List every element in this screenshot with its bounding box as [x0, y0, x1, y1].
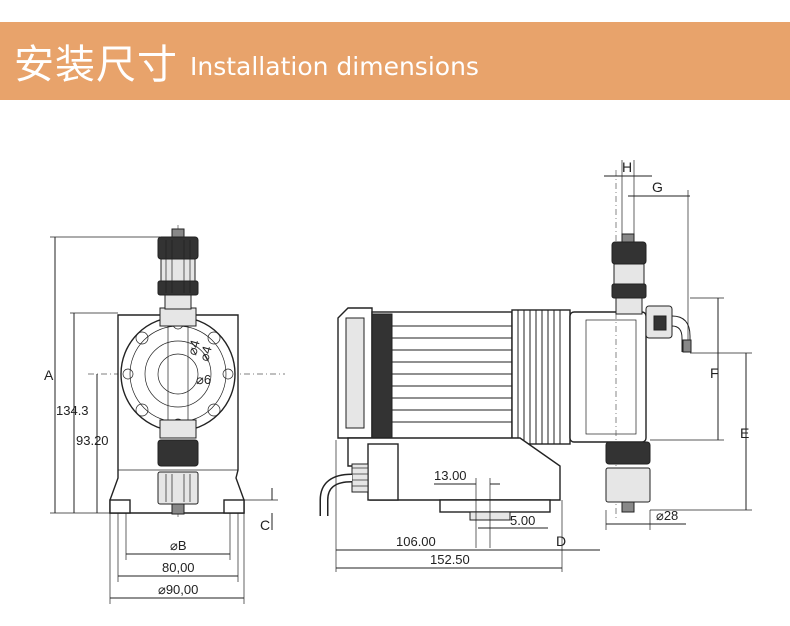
bottom-connector-stem	[171, 503, 185, 515]
hose-barb-tip	[682, 339, 692, 353]
dim-label-28: ⌀28	[656, 508, 678, 523]
dim-label-106-00: 106.00	[396, 534, 436, 549]
side-bottom-upper	[605, 441, 651, 465]
dim-label-a: A	[44, 367, 54, 383]
side-bottom-stem	[621, 501, 635, 513]
dim-label-c: C	[260, 517, 270, 533]
title-english: Installation dimensions	[190, 51, 479, 81]
pump-head-core	[144, 340, 212, 408]
pump-head-side-inner	[585, 319, 637, 435]
pump-head-ring	[120, 316, 236, 432]
side-view: H G F E ⌀28 13.00 5.00 106.00	[319, 159, 752, 572]
dim-label-152-50: 152.50	[430, 552, 470, 567]
pump-head-side	[569, 311, 647, 443]
dim-front-d6: ⌀6	[196, 372, 211, 387]
motor-band	[371, 313, 393, 441]
power-cable-core	[321, 475, 353, 516]
dim-label-93-20: 93.20	[76, 433, 109, 448]
side-top-body	[613, 263, 645, 285]
bolt-hole	[135, 403, 149, 417]
front-foot-right	[223, 499, 245, 514]
bolt-hole	[222, 368, 234, 380]
dim-label-80-00: 80,00	[162, 560, 195, 575]
ribbed-adapter	[511, 309, 571, 445]
dim-label-d: D	[556, 533, 566, 549]
dim-label-f: F	[710, 365, 719, 381]
adapter-body	[511, 309, 571, 445]
side-top-lower	[611, 283, 647, 299]
title-chinese: 安装尺寸	[14, 42, 178, 88]
bottom-connector-nut	[157, 471, 199, 505]
top-connector-nut	[157, 236, 199, 260]
side-top-stem	[621, 233, 635, 243]
dim-label-90-00: ⌀90,00	[158, 582, 198, 597]
top-connector-lower	[157, 280, 199, 296]
dim-label-e: E	[740, 425, 749, 441]
motor-fins	[392, 325, 512, 423]
lower-valve-cap	[159, 419, 197, 439]
bleed-valve-knob	[653, 315, 667, 331]
base-plate	[439, 499, 551, 513]
dim-label-g: G	[652, 179, 663, 195]
pump-head-bore	[157, 353, 199, 395]
upper-valve-cap	[159, 307, 197, 327]
rear-cover-panel	[345, 317, 365, 429]
bolt-hole	[207, 331, 221, 345]
dim-front-d4: ⌀4	[184, 338, 202, 356]
dim-label-h: H	[622, 159, 632, 175]
side-bottom-nut	[605, 467, 651, 503]
dim-label-b: ⌀B	[170, 538, 187, 553]
front-foot-left	[109, 499, 131, 514]
header-banner: 安装尺寸 Installation dimensions	[0, 22, 790, 100]
bolt-hole	[135, 331, 149, 345]
dim-label-13-00: 13.00	[434, 468, 467, 483]
top-connector-stem	[171, 228, 185, 238]
side-top-neck	[615, 297, 643, 315]
bolt-hole	[207, 403, 221, 417]
front-view: ⌀4 ⌀4 ⌀6 A 134.3 93.20 C ⌀B 80,00	[44, 225, 285, 604]
control-box	[367, 443, 399, 501]
hose-barb	[671, 315, 691, 352]
bolt-hole	[122, 368, 134, 380]
dim-label-5-00: 5.00	[510, 513, 535, 528]
side-top-nut	[611, 241, 647, 265]
bottom-connector-upper	[157, 439, 199, 467]
hose-barb	[671, 325, 683, 352]
top-connector-neck	[164, 294, 192, 310]
dim-label-134-3: 134.3	[56, 403, 89, 418]
dim-front-r4: ⌀4	[196, 344, 214, 362]
